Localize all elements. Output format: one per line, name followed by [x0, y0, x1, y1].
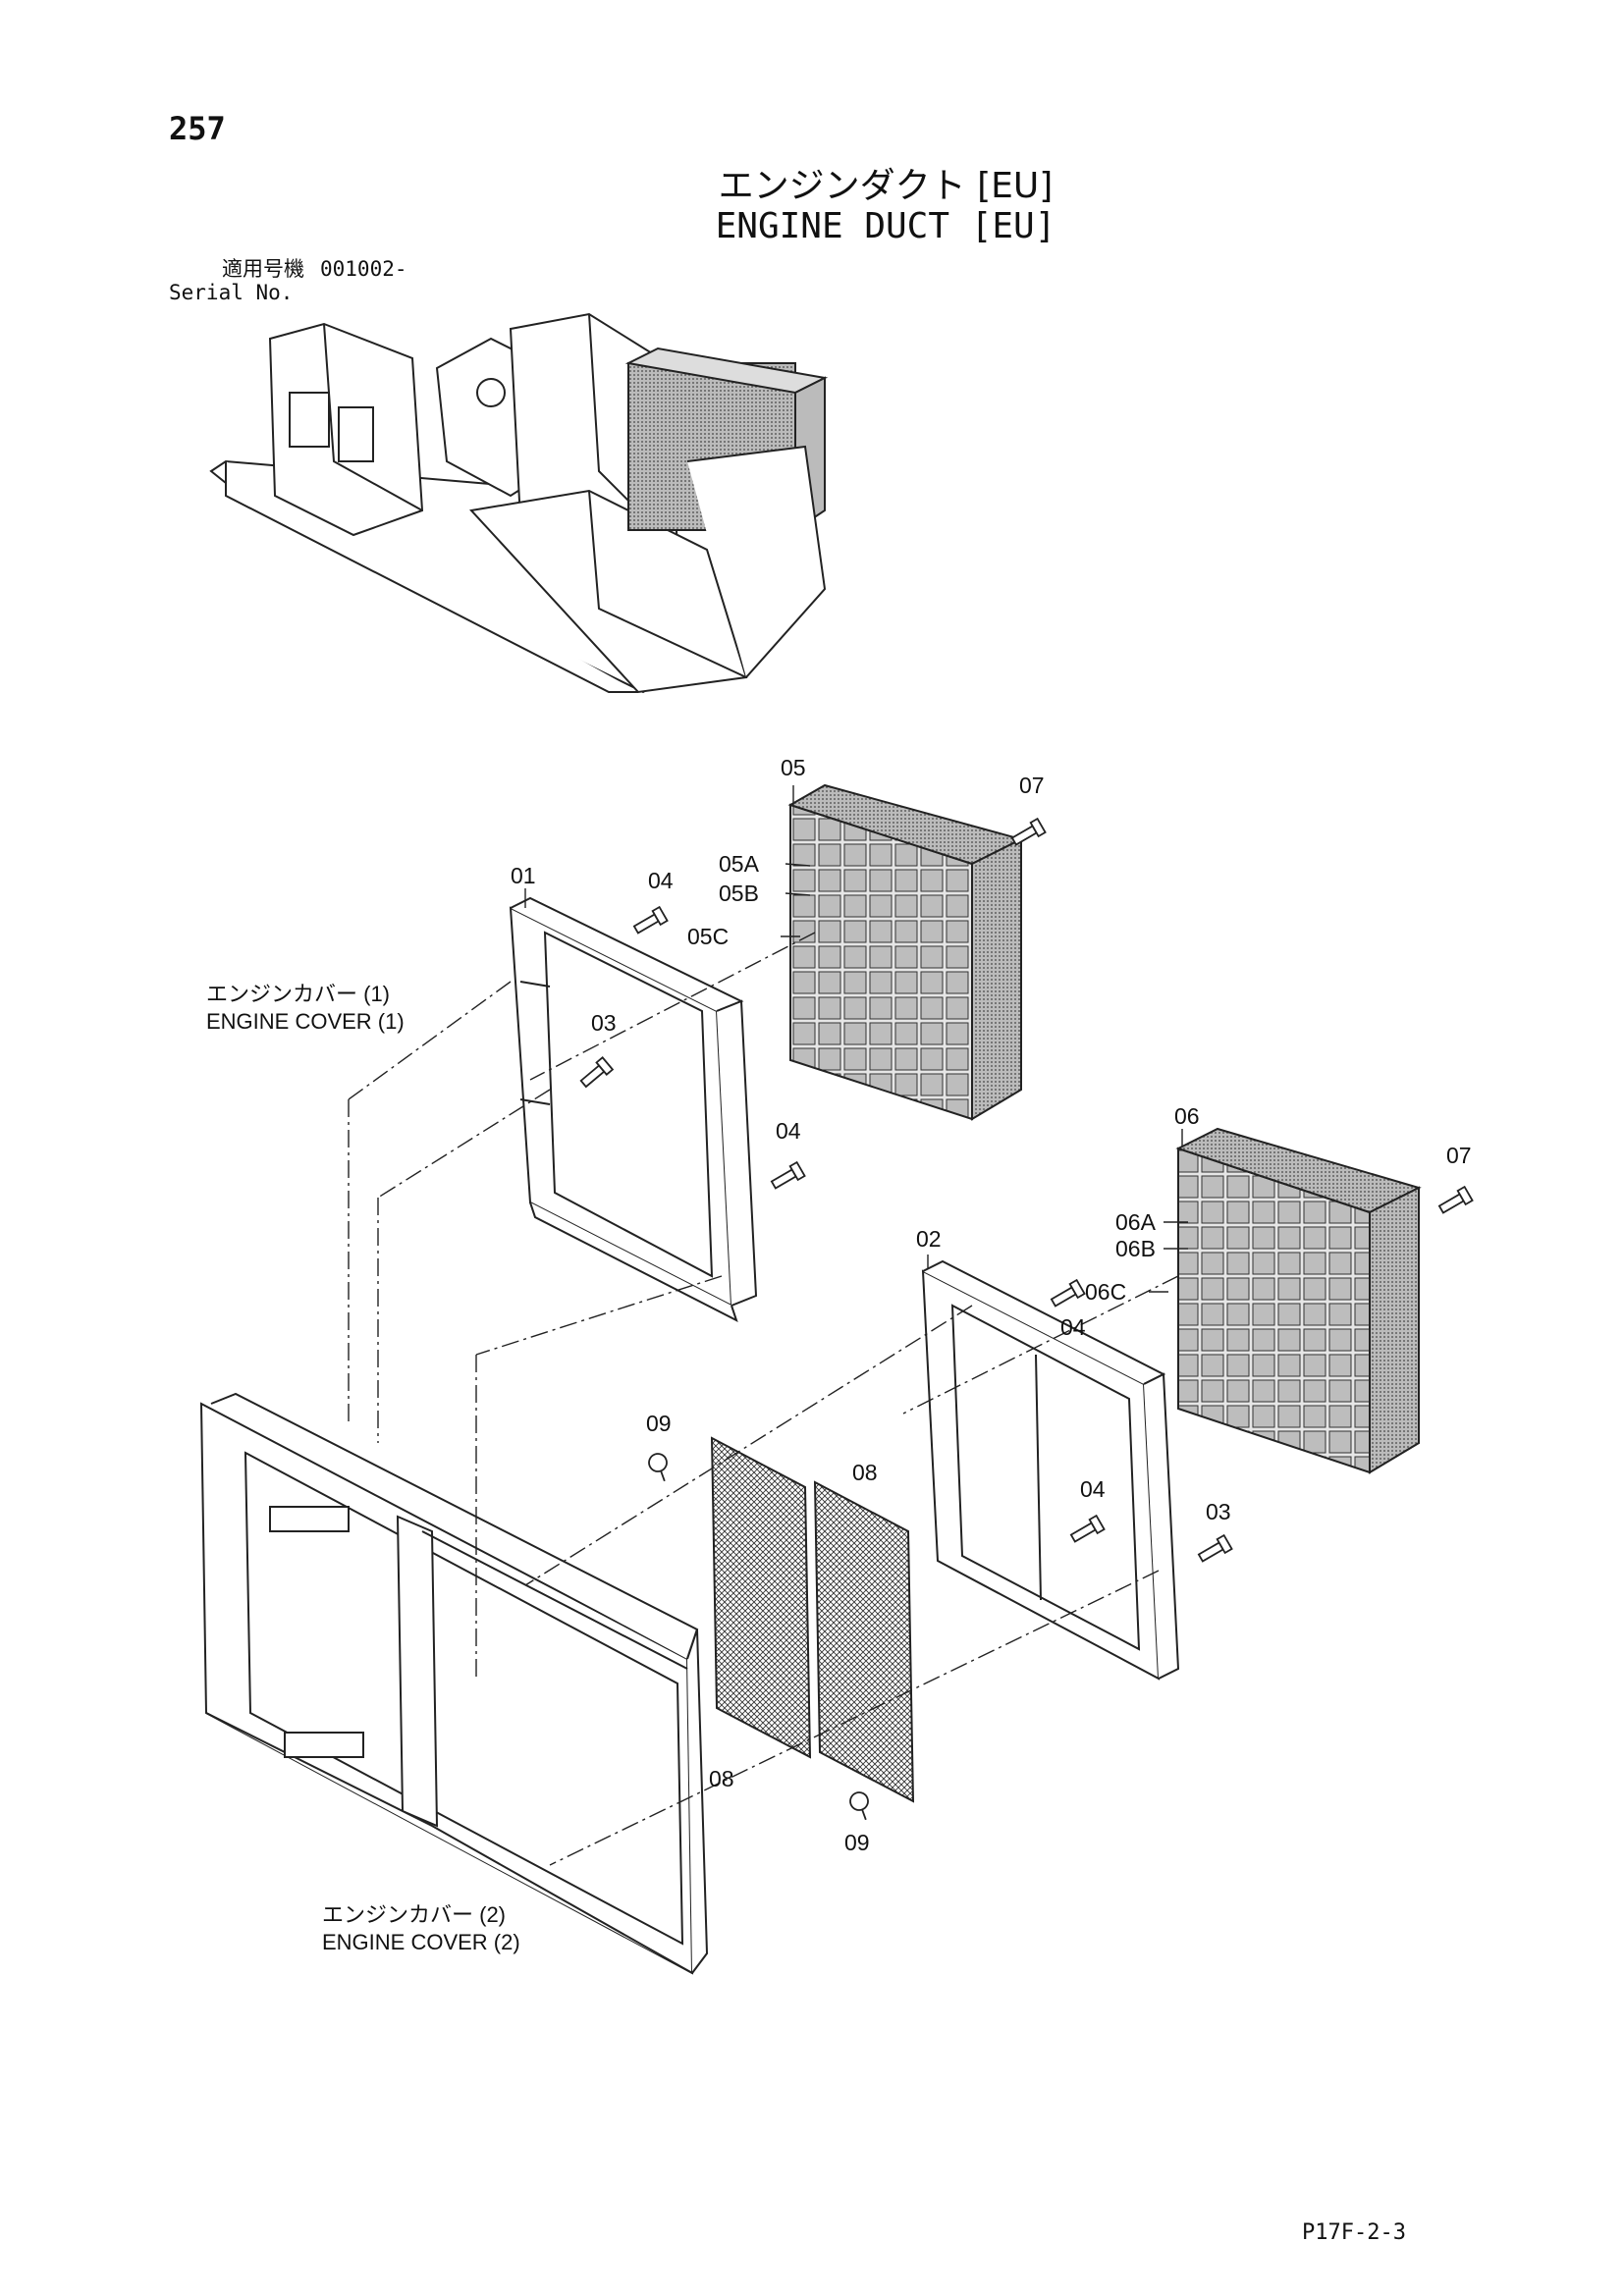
serial-label-jp: 適用号機 — [222, 257, 304, 281]
engine-cover-1-label-en: ENGINE COVER (1) — [206, 1009, 405, 1034]
callout-06B: 06B — [1115, 1236, 1156, 1261]
callout-07a: 07 — [1019, 773, 1045, 798]
callout-leaders — [524, 785, 1188, 1293]
assembly-lines — [348, 932, 1179, 1866]
callout-04d: 04 — [1080, 1476, 1106, 1502]
callout-04b: 04 — [776, 1118, 801, 1144]
callout-06: 06 — [1174, 1103, 1200, 1129]
callout-02: 02 — [916, 1226, 942, 1252]
bolts — [579, 817, 1474, 1821]
engine-cover-1-frame — [509, 896, 758, 1323]
serial-label-en: Serial No. — [169, 281, 294, 304]
page-title-en: ENGINE DUCT [EU] — [715, 206, 1056, 246]
frame-02 — [921, 1259, 1180, 1681]
callout-08a: 08 — [852, 1460, 878, 1485]
callout-09b: 09 — [844, 1830, 870, 1855]
serial-block: 適用号機 001002- Serial No. — [169, 257, 407, 304]
footer-code: P17F-2-3 — [1302, 2220, 1406, 2245]
serial-value: 001002- — [320, 257, 407, 281]
callout-05: 05 — [781, 755, 806, 780]
callout-05A: 05A — [719, 851, 760, 877]
page-title-jp: エンジンダクト [EU] — [718, 166, 1054, 206]
callout-03a: 03 — [591, 1010, 617, 1036]
callout-09a: 09 — [646, 1411, 672, 1436]
page-number: 257 — [169, 110, 226, 147]
callout-03b: 03 — [1206, 1499, 1231, 1524]
machine-overview — [209, 312, 829, 694]
mesh-screens-08 — [710, 1436, 915, 1803]
callout-05C: 05C — [687, 924, 729, 949]
engine-cover-2-label-jp: エンジンカバー (2) — [322, 1902, 506, 1927]
callout-06C: 06C — [1085, 1279, 1126, 1305]
callout-06A: 06A — [1115, 1209, 1157, 1235]
callout-04c: 04 — [1060, 1314, 1086, 1340]
engine-cover-2-frame — [199, 1392, 709, 1975]
callout-04a: 04 — [648, 868, 674, 893]
duct-05 — [787, 783, 1024, 1121]
callout-05B: 05B — [719, 881, 759, 906]
callout-01: 01 — [511, 863, 536, 888]
callout-07b: 07 — [1446, 1143, 1472, 1168]
duct-06 — [1175, 1127, 1422, 1474]
callout-08b: 08 — [709, 1766, 734, 1791]
engine-cover-1-label-jp: エンジンカバー (1) — [206, 982, 390, 1006]
engine-cover-2-label-en: ENGINE COVER (2) — [322, 1930, 520, 1954]
